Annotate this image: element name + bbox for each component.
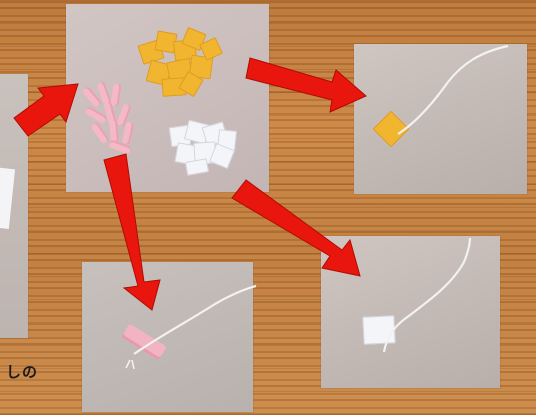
white-tag [362, 315, 395, 345]
yellow-tag [373, 111, 410, 148]
materials-photo [66, 4, 269, 192]
white-tag-photo [321, 236, 500, 388]
caption-text: しの [6, 361, 38, 382]
pink-straw-photo [82, 262, 253, 412]
pink-straw-tag [121, 324, 167, 361]
pink-straw [111, 84, 122, 107]
white-chip [185, 158, 209, 176]
yellow-tag-photo [354, 44, 527, 194]
pink-straw [90, 122, 109, 145]
